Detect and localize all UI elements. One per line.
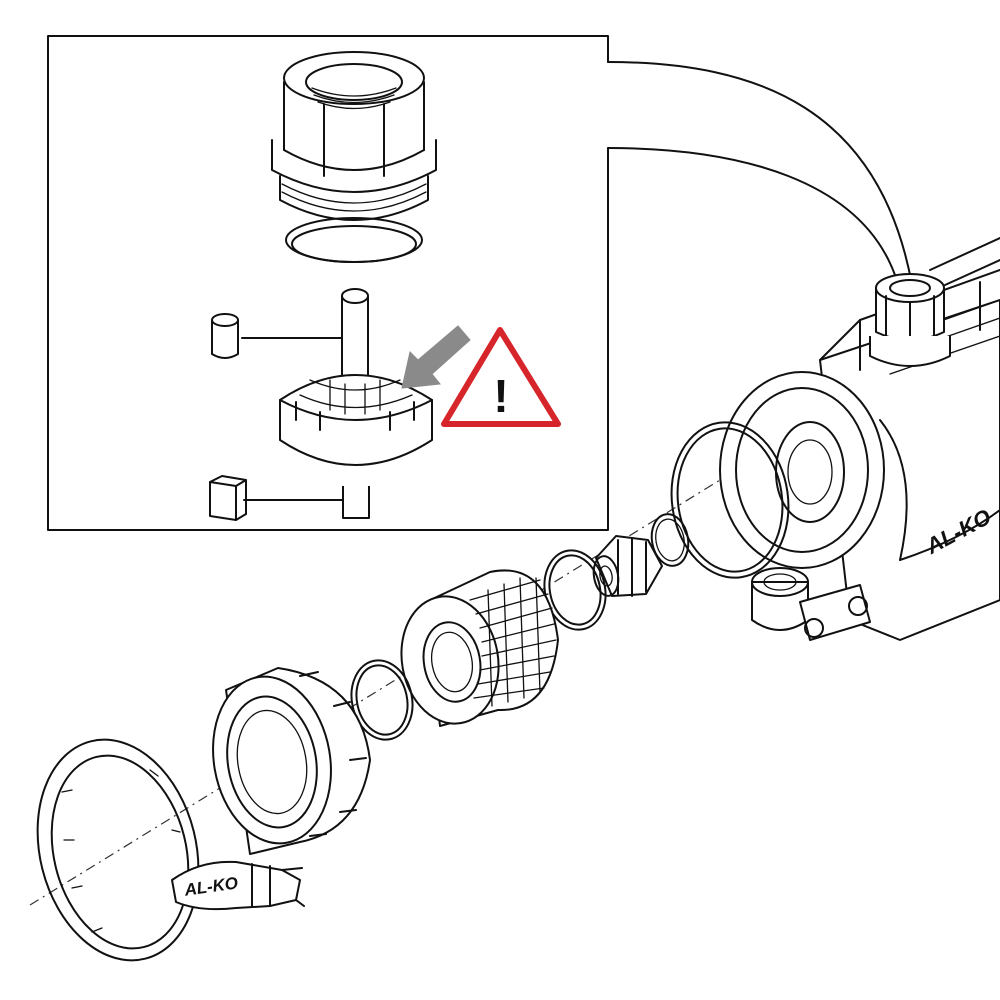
inset-threaded-fitting bbox=[271, 51, 437, 221]
large-o-ring bbox=[670, 421, 790, 579]
warning-icon-glyph: ! bbox=[493, 370, 508, 422]
filter-cover bbox=[212, 667, 371, 855]
inset-valve-body bbox=[279, 374, 433, 519]
inset-o-ring bbox=[285, 217, 423, 263]
pump-outlet-fitting bbox=[869, 273, 951, 367]
small-o-ring-left bbox=[350, 659, 414, 741]
attention-arrow bbox=[401, 325, 471, 389]
inset-pin-top bbox=[211, 313, 343, 359]
small-o-ring-right bbox=[650, 513, 690, 567]
filter-cartridge bbox=[400, 569, 559, 727]
detail-inset bbox=[47, 35, 609, 531]
callout-leader-lines bbox=[607, 61, 913, 286]
inset-pin-bottom bbox=[209, 475, 344, 521]
valve-cartridge bbox=[592, 535, 663, 597]
warning-icon: ! bbox=[441, 327, 561, 427]
filter-wrench: AL-KO bbox=[36, 738, 305, 962]
inset-valve-stem bbox=[341, 288, 369, 393]
